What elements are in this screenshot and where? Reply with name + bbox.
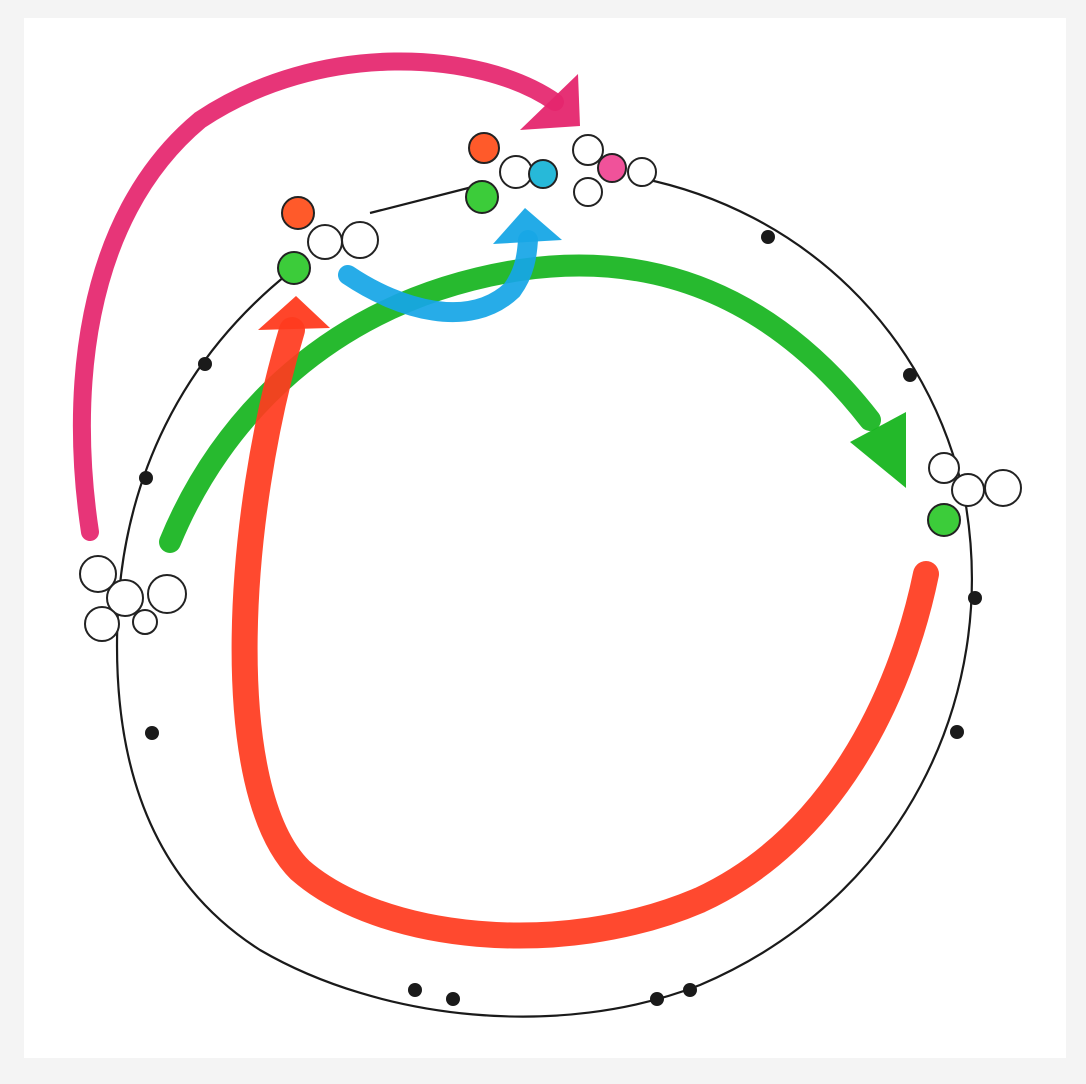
ring-dot: [950, 725, 964, 739]
ring-dot: [408, 983, 422, 997]
node-cluster-left: [79, 555, 187, 642]
node-circle: [281, 196, 315, 230]
node-circle: [79, 555, 117, 593]
circular-genome-diagram: [72, 52, 1022, 1018]
node-circle: [927, 503, 961, 537]
node-circle: [499, 155, 533, 189]
node-circle: [307, 224, 343, 260]
diagram-frame: [24, 18, 1066, 1058]
ring-dot: [761, 230, 775, 244]
node-circle: [572, 134, 604, 166]
arrow-cyan-shaft: [338, 230, 538, 322]
node-circle: [132, 609, 158, 635]
arrow-red-shaft: [231, 317, 939, 949]
node-cluster-top: [465, 132, 657, 214]
ring-dot: [446, 992, 460, 1006]
node-circle: [341, 221, 379, 259]
arrow-magenta-shaft: [72, 52, 564, 541]
ring-dot: [198, 357, 212, 371]
ring-dots: [139, 230, 982, 1006]
node-cluster-right: [927, 452, 1022, 537]
ring-dot: [139, 471, 153, 485]
red-arrow: [231, 296, 939, 949]
cyan-arrow: [338, 208, 562, 322]
node-circle: [597, 153, 627, 183]
node-circle: [84, 606, 120, 642]
node-circle: [951, 473, 985, 507]
node-circle: [465, 180, 499, 214]
arrow-green-head: [850, 412, 906, 488]
ring-dot: [650, 992, 664, 1006]
arrow-cyan-head: [493, 208, 562, 244]
node-circle: [627, 157, 657, 187]
node-circle: [468, 132, 500, 164]
node-circle: [984, 469, 1022, 507]
node-circle: [277, 251, 311, 285]
magenta-arrow: [72, 52, 580, 541]
node-circle: [928, 452, 960, 484]
node-circle: [528, 159, 558, 189]
node-circle: [573, 177, 603, 207]
ring-dot: [683, 983, 697, 997]
node-circle: [147, 574, 187, 614]
ring-dot: [968, 591, 982, 605]
ring-dot: [903, 368, 917, 382]
arrow-red-head: [258, 296, 330, 330]
ring-dot: [145, 726, 159, 740]
node-cluster-upper-left: [277, 196, 379, 285]
node-circle: [106, 579, 144, 617]
arrow-magenta-head: [520, 74, 580, 130]
